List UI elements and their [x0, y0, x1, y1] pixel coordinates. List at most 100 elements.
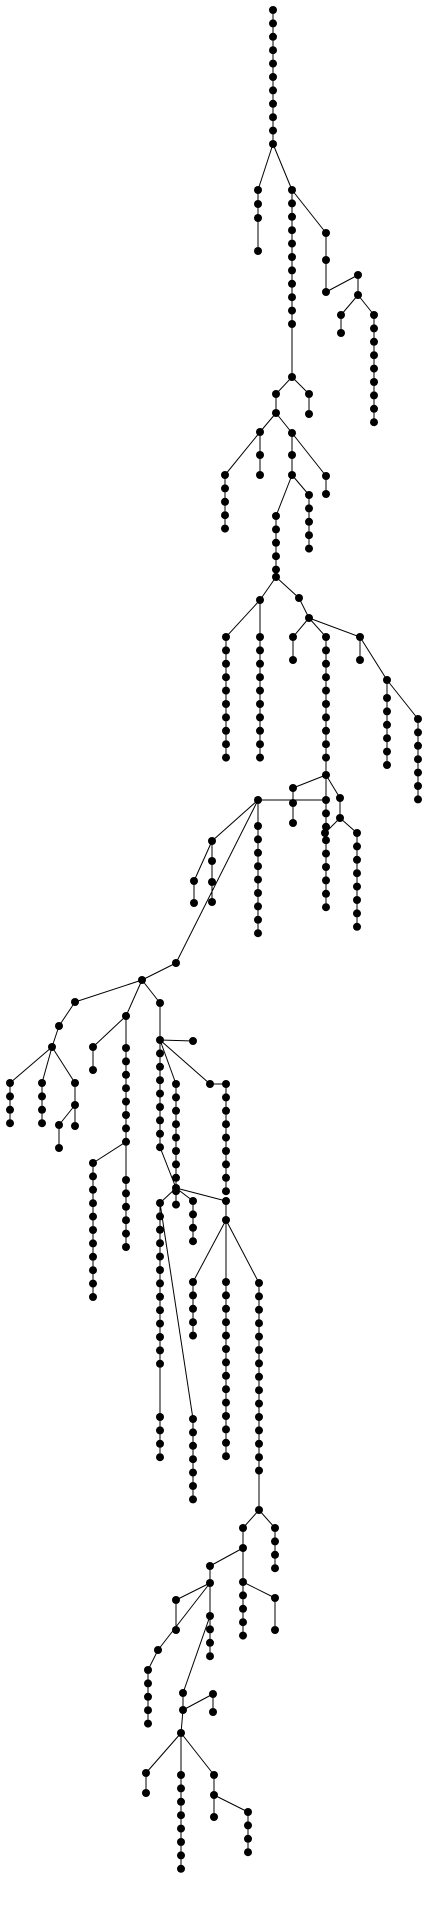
tree-node — [222, 1106, 230, 1115]
tree-node — [337, 329, 345, 337]
tree-node — [336, 814, 344, 822]
tree-node — [322, 686, 330, 695]
tree-node — [370, 311, 378, 319]
tree-node — [353, 896, 361, 904]
tree-edge — [182, 1693, 214, 1711]
tree-edge — [225, 599, 261, 638]
tree-node — [288, 253, 296, 261]
tree-edge — [308, 617, 361, 638]
tree-node — [256, 596, 264, 604]
tree-edge — [159, 1039, 211, 1085]
tree-node — [222, 1318, 230, 1327]
tree-node — [210, 1771, 218, 1779]
tree-node — [322, 659, 330, 668]
tree-node — [156, 1359, 164, 1368]
tree-node — [156, 1306, 164, 1315]
tree-node — [222, 1093, 230, 1102]
tree-node — [189, 1237, 197, 1246]
tree-node — [255, 1399, 263, 1408]
tree-node — [172, 1184, 180, 1192]
tree-node — [156, 1212, 164, 1221]
tree-node — [156, 1252, 164, 1261]
tree-node — [172, 1080, 180, 1088]
tree-node — [122, 1243, 130, 1251]
tree-node — [354, 271, 362, 279]
tree-node — [255, 1319, 263, 1328]
tree-node — [244, 1821, 252, 1830]
tree-node — [289, 799, 297, 807]
tree-node — [254, 186, 262, 194]
tree-node — [256, 713, 264, 722]
tree-node — [288, 199, 296, 208]
tree-node — [222, 1412, 230, 1420]
tree-edge — [257, 143, 274, 191]
tree-node — [189, 1482, 197, 1490]
tree-node — [256, 753, 264, 762]
tree-node — [208, 878, 216, 886]
tree-edge — [141, 962, 177, 981]
tree-node — [89, 1252, 97, 1261]
tree-node — [288, 279, 296, 288]
tree-node — [89, 1293, 97, 1301]
tree-node — [222, 1398, 230, 1407]
tree-node — [222, 1133, 230, 1142]
tree-edge — [175, 1187, 227, 1202]
tree-node — [172, 1093, 180, 1102]
tree-node — [6, 1079, 14, 1087]
tree-node — [305, 517, 313, 526]
tree-node — [189, 1455, 197, 1464]
tree-node — [272, 512, 280, 520]
tree-node — [414, 768, 422, 777]
tree-node — [156, 1225, 164, 1234]
tree-node — [206, 1638, 214, 1647]
tree-node — [322, 713, 330, 722]
tree-node — [322, 863, 330, 871]
tree-node — [239, 1591, 247, 1600]
tree-edge — [259, 412, 277, 433]
tree-node — [172, 1106, 180, 1115]
tree-node — [156, 1049, 164, 1058]
tree-edge — [291, 432, 327, 477]
tree-node — [383, 747, 391, 756]
tree-node — [370, 324, 378, 333]
tree-node — [271, 1594, 279, 1602]
tree-node — [6, 1119, 14, 1128]
tree-node — [189, 1318, 197, 1327]
tree-node — [255, 1386, 263, 1395]
tree-node — [370, 391, 378, 400]
tree-node — [189, 1197, 197, 1205]
tree-node — [414, 741, 422, 750]
tree-node — [122, 1057, 130, 1066]
tree-node — [172, 1147, 180, 1155]
tree-edge — [193, 840, 213, 882]
tree-edge — [159, 1202, 194, 1420]
tree-node — [256, 740, 264, 749]
tree-node — [322, 288, 330, 296]
tree-node — [189, 1495, 197, 1504]
tree-node — [254, 796, 262, 804]
tree-node — [322, 753, 330, 762]
tree-node — [189, 1037, 197, 1045]
tree-node — [222, 1425, 230, 1434]
tree-edge — [275, 576, 300, 599]
tree-node — [177, 1797, 185, 1806]
tree-node — [305, 531, 313, 540]
tree-node — [122, 1070, 130, 1079]
tree-node — [71, 1122, 79, 1130]
tree-node — [336, 794, 344, 802]
tree-node — [255, 1426, 263, 1435]
tree-node — [89, 1172, 97, 1181]
tree-node — [38, 1119, 46, 1128]
tree-node — [177, 1851, 185, 1860]
tree-edge — [51, 1046, 76, 1084]
tree-node — [189, 1441, 197, 1450]
tree-node — [288, 293, 296, 302]
tree-node — [210, 1813, 218, 1821]
tree-node — [322, 903, 330, 912]
tree-node — [256, 451, 264, 459]
tree-node — [209, 1690, 217, 1698]
tree-node — [254, 929, 262, 938]
tree-node — [256, 686, 264, 695]
tree-node — [154, 1646, 162, 1654]
